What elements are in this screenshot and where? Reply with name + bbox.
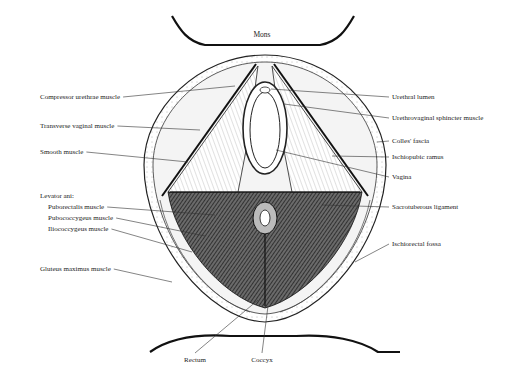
- levator-ani: [168, 192, 362, 308]
- part-label: Mons: [253, 31, 270, 39]
- gluteus-edge: [160, 200, 250, 312]
- leader-line: [107, 207, 215, 215]
- ischiopubic-ramus: [162, 64, 256, 196]
- leader-line: [116, 218, 205, 236]
- part-label: Coccyx: [251, 356, 272, 364]
- leader-line: [117, 126, 200, 130]
- leader-line: [86, 152, 188, 162]
- part-label: Compressor urethrae muscle: [40, 93, 120, 101]
- buttock-outline: [150, 336, 400, 352]
- part-label: Puborectalis muscle: [48, 203, 104, 211]
- rectum-lumen: [260, 210, 270, 226]
- colles-fascia: [153, 62, 377, 314]
- part-label: Gluteus maximus muscle: [40, 265, 111, 273]
- part-label: Levator ani:: [40, 192, 74, 200]
- urethrovaginal-sphincter: [243, 82, 287, 174]
- leader-line: [195, 300, 258, 353]
- leader-line: [377, 141, 389, 142]
- mons-outline: [172, 16, 354, 45]
- part-label: Ischiopubic ramus: [392, 153, 444, 161]
- transverse-line: [170, 191, 360, 192]
- leader-line: [262, 306, 268, 353]
- leader-line: [332, 156, 389, 157]
- leader-line: [322, 205, 389, 207]
- rectum-shape: [253, 202, 277, 234]
- part-label: Smooth muscle: [40, 148, 83, 156]
- anococcygeal-line: [264, 234, 265, 306]
- leader-line: [355, 244, 389, 262]
- part-label: Pubococcygeus muscle: [48, 214, 113, 222]
- part-label: Urethral lumen: [392, 93, 435, 101]
- part-label: Vagina: [392, 173, 411, 181]
- leader-line: [114, 269, 172, 282]
- part-label: Iliococcygeus muscle: [48, 225, 108, 233]
- part-label: Urethrovaginal sphincter muscle: [392, 114, 483, 122]
- gluteus-edge: [280, 200, 370, 312]
- ischiopubic-ramus: [274, 64, 368, 196]
- leader-line: [111, 229, 192, 252]
- part-label: Transverse vaginal muscle: [40, 122, 114, 130]
- part-label: Sacrotuberous ligament: [392, 203, 458, 211]
- part-label: Ischiorectal fossa: [392, 240, 441, 248]
- vagina-outline: [250, 92, 280, 168]
- urethral-lumen: [260, 87, 270, 93]
- leader-line: [271, 89, 389, 97]
- leader-line: [276, 150, 389, 177]
- leader-line: [123, 86, 235, 97]
- part-label: Colles' fascia: [392, 137, 429, 145]
- leader-line: [284, 104, 389, 118]
- part-label: Rectum: [184, 356, 206, 364]
- skin-outline: [144, 55, 386, 322]
